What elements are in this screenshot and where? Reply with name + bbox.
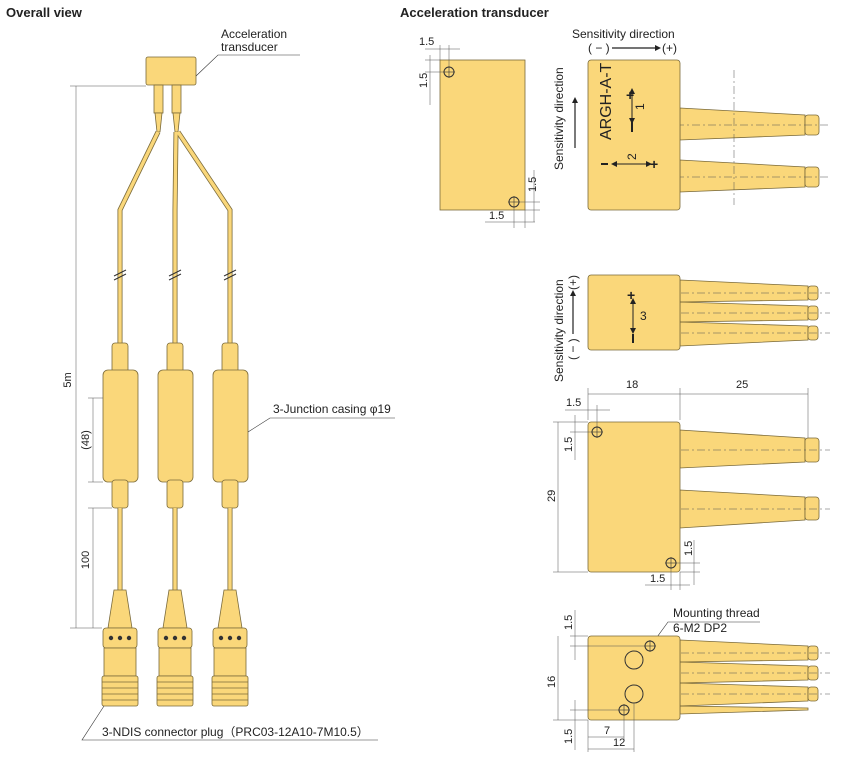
sens-scale-minus-top: ( − ) — [588, 41, 610, 55]
side1-cables — [679, 107, 820, 193]
axis-2-label: 2 — [625, 153, 639, 160]
dim-lower-length: 100 — [80, 551, 92, 569]
sens-scale-plus-2: (+) — [566, 275, 580, 290]
dim-view-1-5-c: 1.5 — [683, 541, 695, 556]
svg-text:+: + — [626, 87, 634, 103]
sens-scale-plus-top: (+) — [662, 41, 677, 55]
dim-top-1: 1.5 — [419, 36, 434, 48]
dim-view-cables — [679, 429, 820, 529]
transducer-top-body — [439, 59, 526, 211]
dim-7: 7 — [604, 725, 610, 737]
mounting-thread-label-2: 6-M2 DP2 — [673, 621, 727, 635]
cable-gland-2 — [171, 84, 182, 114]
bottom-view-cables — [679, 639, 819, 715]
overall-view-heading: Overall view — [6, 5, 83, 20]
dim-junction-length: (48) — [80, 430, 92, 450]
junction-casing-label: 3-Junction casing φ19 — [273, 402, 391, 416]
dim-view-1-5-d: 1.5 — [650, 573, 665, 585]
transducer-heading: Acceleration transducer — [400, 5, 549, 20]
side1-body — [587, 59, 681, 211]
dim-top-4: 1.5 — [489, 210, 504, 222]
overall-view: Acceleration transducer 5m (48) 100 3-Ju… — [62, 27, 395, 741]
axis-1-label: 1 — [633, 103, 647, 110]
dim-25: 25 — [736, 379, 748, 391]
mounting-thread-label-1: Mounting thread — [673, 606, 760, 620]
dim-bottom-1-5-b: 1.5 — [563, 729, 575, 744]
side2-body — [587, 274, 681, 351]
dim-top-2: 1.5 — [418, 73, 430, 88]
transducer-label-line1: Acceleration — [221, 27, 287, 41]
transducer-side-view-2: Sensitivity direction ( − ) (+) + 3 — [552, 274, 830, 382]
cable-gland-1 — [153, 84, 164, 114]
axis-3-label: 3 — [640, 309, 647, 323]
junction-casings — [102, 342, 249, 509]
cable-port-1 — [624, 650, 644, 670]
transducer-dimension-view: 18 25 1.5 1.5 29 1.5 1.5 — [546, 379, 830, 590]
dim-view-1-5-a: 1.5 — [566, 397, 581, 409]
dim-12: 12 — [613, 737, 625, 749]
dim-bottom-1-5-a: 1.5 — [563, 615, 575, 630]
ndis-connectors — [101, 589, 249, 707]
svg-text:+: + — [627, 287, 635, 303]
dim-view-body — [587, 421, 681, 573]
dim-29: 29 — [546, 490, 558, 502]
dim-18: 18 — [626, 379, 638, 391]
side2-cables — [679, 279, 819, 347]
dim-total-length: 5m — [62, 372, 74, 387]
sens-title-left-2: Sensitivity direction — [552, 279, 566, 382]
sens-title-top: Sensitivity direction — [572, 27, 675, 41]
transducer-side-view-1: Sensitivity direction ( − ) (+) Sensitiv… — [552, 27, 830, 211]
dim-16: 16 — [546, 676, 558, 688]
sens-title-left: Sensitivity direction — [552, 67, 566, 170]
transducer-top-view: 1.5 1.5 1.5 1.5 — [418, 36, 540, 228]
transducer-body — [145, 56, 197, 86]
dim-view-1-5-b: 1.5 — [563, 437, 575, 452]
connector-plug-label: 3-NDIS connector plug（PRC03-12A10-7M10.5… — [102, 725, 369, 739]
svg-text:+: + — [650, 156, 658, 172]
dim-top-3: 1.5 — [527, 177, 539, 192]
sens-scale-minus-2: ( − ) — [566, 338, 580, 360]
transducer-label-line2: transducer — [221, 40, 278, 54]
model-label: ARGH-A-T — [598, 62, 615, 140]
transducer-bottom-view: Mounting thread 6-M2 DP2 1.5 16 1 — [546, 606, 830, 752]
